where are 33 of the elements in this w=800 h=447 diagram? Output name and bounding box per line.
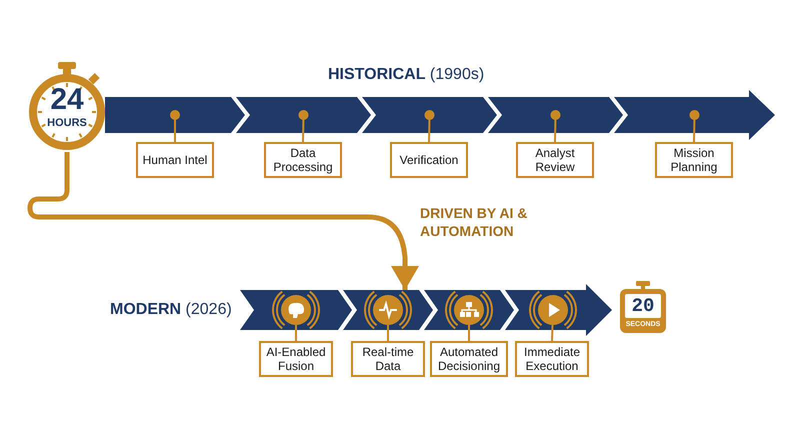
step-label: Data Processing xyxy=(272,146,334,174)
step-label: Verification xyxy=(400,153,458,167)
leader-line xyxy=(295,325,297,341)
seconds-number: 20 xyxy=(630,295,656,317)
step-box xyxy=(264,142,342,178)
step-box xyxy=(516,142,594,178)
step-label: Real-time Data xyxy=(361,345,415,373)
curved-arrow xyxy=(28,152,419,290)
step-label: Human Intel xyxy=(142,153,208,167)
step-box xyxy=(136,142,214,178)
section-heading: HISTORICAL (1990s) xyxy=(328,66,484,84)
step-box xyxy=(430,341,508,377)
leader-line xyxy=(690,110,700,142)
leader-line xyxy=(550,110,560,142)
step-label: Immediate Execution xyxy=(522,345,582,373)
section-heading: MODERN (2026) xyxy=(110,301,232,319)
hours-number: 24 xyxy=(49,84,85,116)
step-box xyxy=(351,341,425,377)
leader-line xyxy=(424,110,434,142)
leader-line xyxy=(468,325,470,341)
step-box xyxy=(655,142,733,178)
step-box xyxy=(390,142,468,178)
leader-line xyxy=(387,325,389,341)
hours-label: HOURS xyxy=(46,116,88,131)
step-box xyxy=(259,341,333,377)
leader-line xyxy=(551,324,554,342)
step-box xyxy=(515,341,589,377)
step-label: Automated Decisioning xyxy=(436,345,502,373)
step-label: Analyst Review xyxy=(534,146,576,174)
leader-line xyxy=(170,110,180,142)
step-label: Mission Planning xyxy=(670,146,718,174)
step-label: AI-Enabled Fusion xyxy=(265,345,327,373)
leader-line xyxy=(298,110,308,142)
